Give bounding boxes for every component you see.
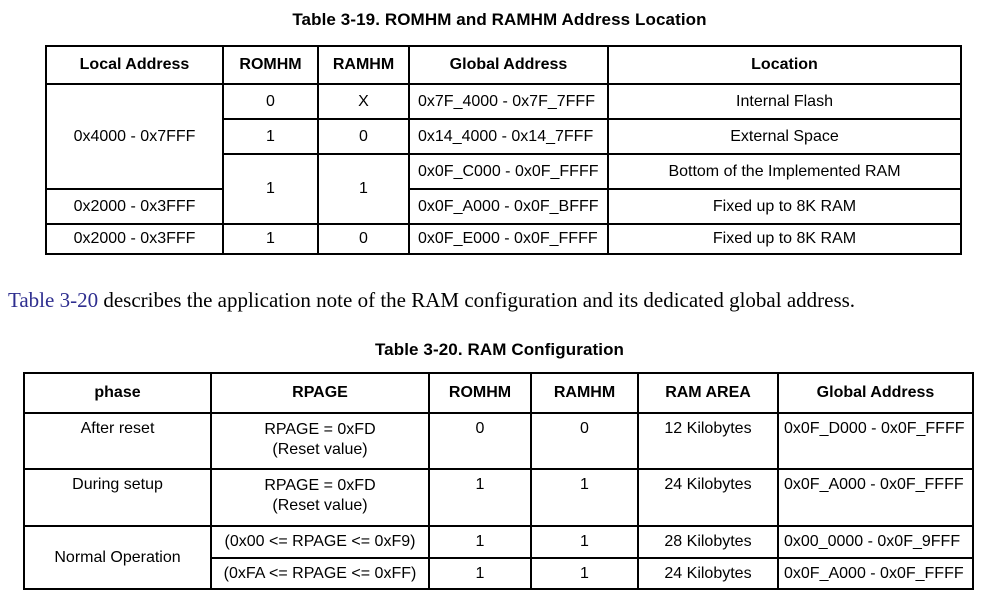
cell-ramhm: 1 xyxy=(530,525,639,559)
cell-phase: During setup xyxy=(23,468,212,527)
column-header-global-address: Global Address xyxy=(408,45,609,85)
column-header-global-address: Global Address xyxy=(777,372,974,414)
cell-global-address: 0x0F_A000 - 0x0F_BFFF xyxy=(408,188,609,225)
table-3-19-title: Table 3-19. ROMHM and RAMHM Address Loca… xyxy=(292,10,707,29)
table-row: After reset RPAGE = 0xFD (Reset value) 0… xyxy=(23,412,974,470)
body-paragraph: Table 3-20 describes the application not… xyxy=(8,287,996,313)
table-3-20-title: Table 3-20. RAM Configuration xyxy=(374,340,625,359)
cell-rpage: RPAGE = 0xFD (Reset value) xyxy=(210,468,430,527)
cell-global-address: 0x0F_A000 - 0x0F_FFFF xyxy=(777,557,974,590)
column-header-romhm: ROMHM xyxy=(222,45,319,85)
table-row: During setup RPAGE = 0xFD (Reset value) … xyxy=(23,468,974,527)
table-row: 1 1 0x0F_C000 - 0x0F_FFFF Bottom of the … xyxy=(46,153,962,225)
cell-location: Fixed up to 8K RAM xyxy=(607,223,962,255)
table-3-20: phase RPAGE ROMHM RAMHM RAM AREA Global … xyxy=(23,372,974,590)
cell-ram-area: 24 Kilobytes xyxy=(637,557,779,590)
paragraph-text: describes the application note of the RA… xyxy=(98,288,856,312)
table-header-row: Local Address ROMHM RAMHM Global Address… xyxy=(45,45,962,85)
cell-romhm: 0 xyxy=(222,83,319,120)
table-row: 0x2000 - 0x3FFF 1 0 0x0F_E000 - 0x0F_FFF… xyxy=(45,223,962,255)
cell-rpage: (0xFA <= RPAGE <= 0xFF) xyxy=(210,557,430,590)
cell-ramhm: 0 xyxy=(530,412,639,470)
cell-romhm: 1 xyxy=(428,468,532,527)
cell-global-address: 0x0F_D000 - 0x0F_FFFF xyxy=(777,412,974,470)
rpage-value: RPAGE = 0xFD xyxy=(264,421,376,438)
cell-ramhm: 0 xyxy=(317,223,410,255)
cell-local-address: 0x2000 - 0x3FFF xyxy=(45,188,224,225)
cell-phase: After reset xyxy=(23,412,212,470)
cell-romhm: 1 xyxy=(222,153,319,225)
column-header-ramhm: RAMHM xyxy=(317,45,410,85)
column-header-romhm: ROMHM xyxy=(428,372,532,414)
table-3-19: Local Address ROMHM RAMHM Global Address… xyxy=(45,45,962,255)
column-header-phase: phase xyxy=(23,372,212,414)
cell-rpage: (0x00 <= RPAGE <= 0xF9) xyxy=(210,525,430,559)
cell-global-address: 0x0F_C000 - 0x0F_FFFF xyxy=(408,153,609,190)
cell-romhm: 1 xyxy=(428,525,532,559)
cell-ram-area: 12 Kilobytes xyxy=(637,412,779,470)
cell-romhm: 0 xyxy=(428,412,532,470)
cell-location: Fixed up to 8K RAM xyxy=(607,188,962,225)
column-header-local-address: Local Address xyxy=(45,45,224,85)
table-row: Normal Operation (0x00 <= RPAGE <= 0xF9)… xyxy=(23,525,974,590)
column-header-ramhm: RAMHM xyxy=(530,372,639,414)
cell-location: External Space xyxy=(607,118,962,155)
cell-ramhm: X xyxy=(317,83,410,120)
cell-global-address: 0x0F_A000 - 0x0F_FFFF xyxy=(777,468,974,527)
column-header-rpage: RPAGE xyxy=(210,372,430,414)
cell-romhm: 1 xyxy=(428,557,532,590)
cell-ram-area: 24 Kilobytes xyxy=(637,468,779,527)
cell-ramhm: 1 xyxy=(317,153,410,225)
table-row: 0x2000 - 0x3FFF 0x0F_A000 - 0x0F_BFFF Fi… xyxy=(45,188,962,225)
cell-ramhm: 1 xyxy=(530,468,639,527)
table-row: 1 0 0x14_4000 - 0x14_7FFF External Space xyxy=(46,118,962,155)
column-header-ram-area: RAM AREA xyxy=(637,372,779,414)
table-row: (0xFA <= RPAGE <= 0xFF) 1 1 24 Kilobytes… xyxy=(24,557,974,590)
table-row: 0x4000 - 0x7FFF 0 X 0x7F_4000 - 0x7F_7FF… xyxy=(45,83,962,190)
cell-global-address: 0x7F_4000 - 0x7F_7FFF xyxy=(408,83,609,120)
cell-location: Internal Flash xyxy=(607,83,962,120)
cell-ramhm: 1 xyxy=(530,557,639,590)
cell-ramhm: 0 xyxy=(317,118,410,155)
cell-ram-area: 28 Kilobytes xyxy=(637,525,779,559)
cell-local-address: 0x4000 - 0x7FFF xyxy=(45,83,224,190)
cell-global-address: 0x14_4000 - 0x14_7FFF xyxy=(408,118,609,155)
rpage-value: RPAGE = 0xFD xyxy=(264,477,376,494)
cell-romhm: 1 xyxy=(222,118,319,155)
rpage-note: (Reset value) xyxy=(272,441,368,458)
rpage-note: (Reset value) xyxy=(272,497,368,514)
cell-phase: Normal Operation xyxy=(23,525,212,590)
cell-global-address: 0x0F_E000 - 0x0F_FFFF xyxy=(408,223,609,255)
cell-rpage: RPAGE = 0xFD (Reset value) xyxy=(210,412,430,470)
cell-location: Bottom of the Implemented RAM xyxy=(607,153,962,190)
column-header-location: Location xyxy=(607,45,962,85)
cell-local-address: 0x2000 - 0x3FFF xyxy=(45,223,224,255)
table-3-20-xref-link[interactable]: Table 3-20 xyxy=(8,288,99,312)
table-header-row: phase RPAGE ROMHM RAMHM RAM AREA Global … xyxy=(23,372,974,414)
cell-romhm: 1 xyxy=(222,223,319,255)
cell-global-address: 0x00_0000 - 0x0F_9FFF xyxy=(777,525,974,559)
